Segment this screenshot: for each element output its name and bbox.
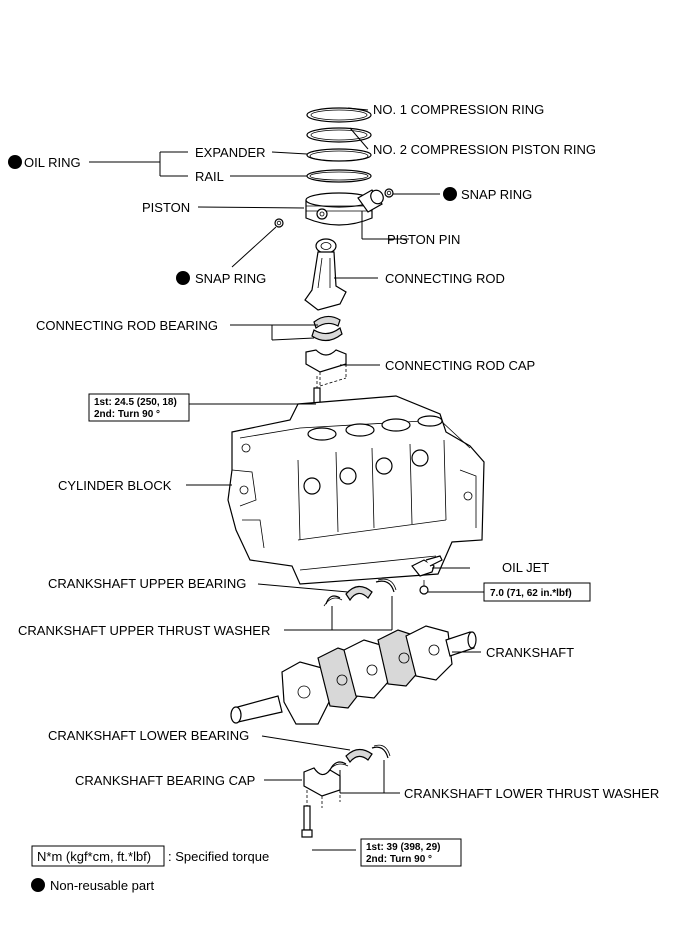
piston-pin-drawing: [357, 189, 384, 213]
leader-lines: [89, 107, 484, 851]
torque-box-rod-cap: 1st: 24.5 (250, 18) 2nd: Turn 90 °: [88, 393, 190, 422]
crankshaft-upper-bearing-drawing: [345, 585, 373, 602]
connecting-rod-drawing: [304, 238, 347, 311]
label-crankshaft-upper-bearing: CRANKSHAFT UPPER BEARING: [48, 576, 246, 591]
rail-drawing: [306, 169, 372, 183]
label-crankshaft-bearing-cap: CRANKSHAFT BEARING CAP: [75, 773, 255, 788]
oil-jet-bolt-drawing: [419, 580, 429, 595]
label-expander: EXPANDER: [195, 145, 266, 160]
no1-compression-ring-drawing: [306, 107, 372, 123]
torque-oil-jet: 7.0 (71, 62 in.*lbf): [490, 588, 572, 599]
label-cylinder-block: CYLINDER BLOCK: [58, 478, 172, 493]
crankshaft-drawing: [230, 625, 477, 725]
non-reusable-dot-snap-ring-right: [443, 187, 457, 201]
label-crankshaft: CRANKSHAFT: [486, 645, 574, 660]
label-connecting-rod-bearing: CONNECTING ROD BEARING: [36, 318, 218, 333]
legend: N*m (kgf*cm, ft.*lbf) : Specified torque…: [31, 845, 269, 893]
legend-non-reusable-text: Non-reusable part: [50, 878, 154, 893]
label-snap-ring-right: SNAP RING: [461, 187, 532, 202]
label-no1-compression-ring: NO. 1 COMPRESSION RING: [373, 102, 544, 117]
label-crankshaft-lower-thrust-washer: CRANKSHAFT LOWER THRUST WASHER: [404, 786, 659, 801]
no2-compression-ring-drawing: [306, 127, 372, 143]
non-reusable-dot-oil-ring: [8, 155, 22, 169]
legend-torque-unit: N*m (kgf*cm, ft.*lbf): [37, 849, 151, 864]
label-rail: RAIL: [195, 169, 224, 184]
cylinder-block-drawing: [227, 395, 485, 585]
label-crankshaft-upper-thrust-washer: CRANKSHAFT UPPER THRUST WASHER: [18, 623, 270, 638]
crankshaft-lower-thrust-washer-drawing: [327, 744, 391, 773]
label-crankshaft-lower-bearing: CRANKSHAFT LOWER BEARING: [48, 728, 249, 743]
torque-bearing-cap-step1: 1st: 39 (398, 29): [366, 842, 441, 853]
label-no2-compression-piston-ring: NO. 2 COMPRESSION PISTON RING: [373, 142, 596, 157]
label-oil-ring: OIL RING: [24, 155, 81, 170]
connecting-rod-bearing-drawing: [311, 315, 343, 342]
label-piston: PISTON: [142, 200, 190, 215]
torque-rod-cap-step1: 1st: 24.5 (250, 18): [94, 397, 177, 408]
expander-drawing: [306, 148, 372, 162]
snap-ring-right-drawing: [384, 188, 394, 198]
torque-rod-cap-step2: 2nd: Turn 90 °: [94, 409, 160, 420]
label-snap-ring-left: SNAP RING: [195, 271, 266, 286]
oil-jet-drawing: [411, 555, 443, 577]
legend-torque-box: [31, 845, 165, 867]
crankshaft-upper-thrust-washer-drawing: [323, 578, 397, 607]
crankshaft-bearing-cap-drawing: [303, 767, 341, 808]
non-reusable-dot-snap-ring-left: [176, 271, 190, 285]
crankshaft-lower-bearing-drawing: [345, 748, 373, 764]
label-oil-jet: OIL JET: [502, 560, 549, 575]
piston-drawing: [305, 192, 373, 226]
label-connecting-rod-cap: CONNECTING ROD CAP: [385, 358, 535, 373]
legend-non-reusable-dot: [31, 878, 45, 892]
legend-torque-text: : Specified torque: [168, 849, 269, 864]
label-piston-pin: PISTON PIN: [387, 232, 460, 247]
bearing-cap-bolt-drawing: [301, 790, 313, 838]
torque-bearing-cap-step2: 2nd: Turn 90 °: [366, 854, 432, 865]
snap-ring-left-drawing: [274, 218, 284, 228]
torque-box-oil-jet: 7.0 (71, 62 in.*lbf): [483, 582, 591, 602]
label-connecting-rod: CONNECTING ROD: [385, 271, 505, 286]
connecting-rod-cap-drawing: [305, 349, 347, 387]
torque-box-bearing-cap: 1st: 39 (398, 29) 2nd: Turn 90 °: [360, 838, 462, 867]
